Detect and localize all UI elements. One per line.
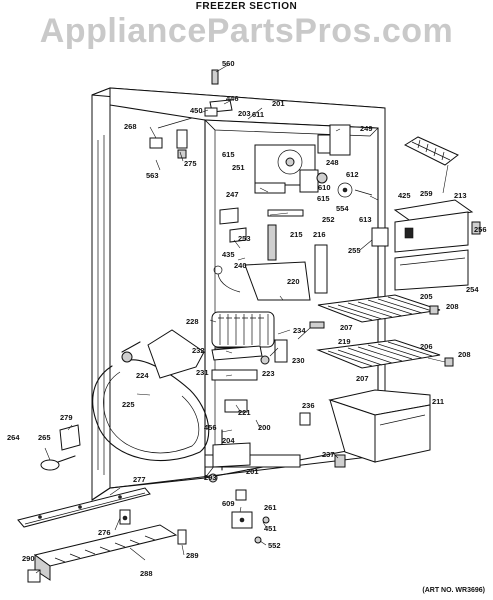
part-callout-279: 279 [60,413,73,422]
part-callout-215: 215 [290,230,303,239]
part-callout-289: 289 [186,551,199,560]
part-callout-265: 265 [38,433,51,442]
part-callout-259: 259 [420,189,433,198]
part-callout-612: 612 [346,170,359,179]
part-callout-237: 237 [322,450,335,459]
part-callout-205: 205 [420,292,433,301]
part-callout-204: 204 [222,436,235,445]
part-callout-201: 201 [272,99,285,108]
top-components [204,69,389,301]
part-callout-611: 611 [252,110,264,119]
ice-trays [393,136,481,291]
part-callout-456: 456 [204,423,217,432]
part-callout-236: 236 [302,401,315,410]
part-callout-254: 254 [466,285,479,294]
part-callout-450: 450 [190,106,203,115]
part-callout-425: 425 [398,191,411,200]
part-callout-554: 554 [336,204,349,213]
art-number: (ART NO. WR3696) [422,587,485,594]
part-callout-207: 207 [356,374,369,383]
part-callout-255: 255 [348,246,361,255]
part-callout-207: 207 [340,323,353,332]
part-callout-223: 223 [262,369,275,378]
freezer-basket [328,389,431,468]
lower-internals [211,345,311,471]
part-callout-552: 552 [268,541,281,550]
part-callout-232: 232 [192,346,205,355]
part-callout-251: 251 [232,163,245,172]
wire-shelves [309,294,454,369]
part-callout-208: 208 [458,350,471,359]
part-callout-268: 268 [124,122,137,131]
door-seal-loop [92,329,210,462]
part-callout-451: 451 [264,524,277,533]
part-callout-220: 220 [287,277,300,286]
part-callout-230: 230 [292,356,305,365]
leader-lines [35,64,449,574]
part-callout-613: 613 [359,215,372,224]
bottom-hardware [17,424,270,583]
part-callout-288: 288 [140,569,153,578]
part-callout-248: 248 [326,158,339,167]
part-callout-275: 275 [184,159,197,168]
part-callout-293: 293 [204,473,217,482]
part-callout-256: 256 [474,225,487,234]
part-callout-290: 290 [22,554,35,563]
part-callout-615: 615 [317,194,330,203]
part-callout-435: 435 [222,250,235,259]
part-callout-224: 224 [136,371,149,380]
part-callout-200: 200 [258,423,271,432]
part-callout-563: 563 [146,171,159,180]
part-callout-216: 216 [313,230,326,239]
part-callout-446: 446 [226,94,239,103]
watermark: AppliancePartsPros.com [39,12,454,50]
part-callout-228: 228 [186,317,199,326]
part-callout-264: 264 [7,433,20,442]
part-callout-249: 249 [360,124,373,133]
part-callout-201: 201 [246,467,259,476]
part-callout-234: 234 [293,326,306,335]
part-callout-225: 225 [122,400,135,409]
part-callout-277: 277 [133,475,146,484]
part-callout-219: 219 [338,337,351,346]
part-callout-240: 240 [234,261,247,270]
part-callout-610: 610 [318,183,331,192]
part-callout-560: 560 [222,59,235,68]
part-callout-276: 276 [98,528,111,537]
part-callout-252: 252 [322,215,335,224]
part-callout-203: 203 [238,109,251,118]
part-callout-206: 206 [420,342,433,351]
part-callout-609: 609 [222,499,235,508]
section-title: FREEZER SECTION [195,1,298,12]
part-callout-208: 208 [446,302,459,311]
part-callout-247: 247 [226,190,239,199]
part-callout-231: 231 [196,368,209,377]
part-callout-211: 211 [432,397,444,406]
part-callout-261: 261 [264,503,277,512]
part-callout-253: 253 [238,234,251,243]
part-callout-221: 221 [238,408,251,417]
part-callout-213: 213 [454,191,467,200]
part-callout-615: 615 [222,150,235,159]
